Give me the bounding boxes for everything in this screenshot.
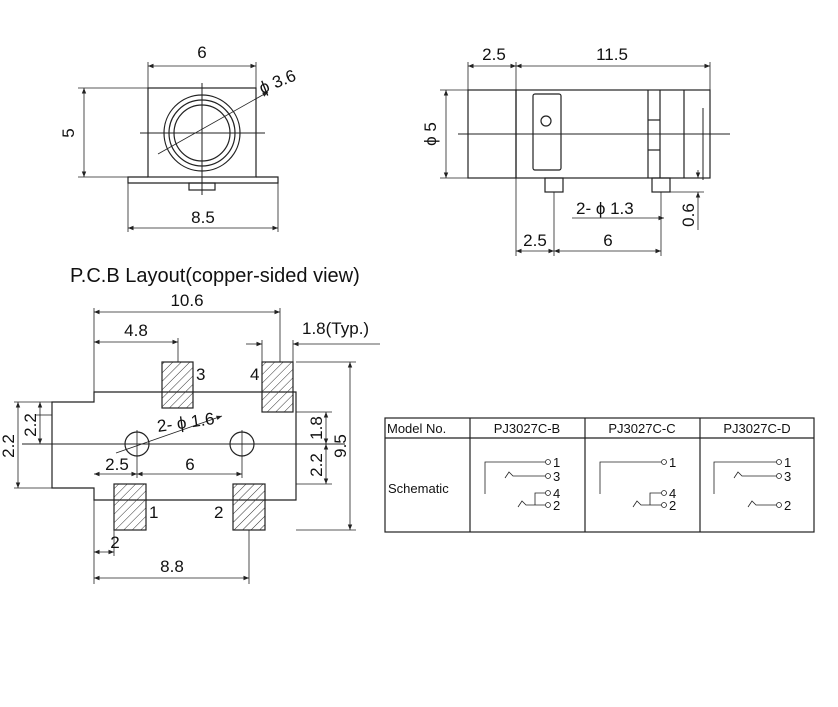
front-base-width-label: 8.5 xyxy=(191,208,215,227)
schematic-b-pin-1: 1 xyxy=(553,455,560,470)
front-view: 6 5 ϕ 3.6 8.5 xyxy=(59,43,299,232)
front-height-label: 5 xyxy=(59,128,78,137)
pcb-pad-width-label: 1.8(Typ.) xyxy=(302,319,369,338)
front-width-label: 6 xyxy=(197,43,206,62)
pcb-overall-label: 10.6 xyxy=(170,291,203,310)
schematic-c: 1 4 2 xyxy=(599,455,676,513)
pcb-pad-3 xyxy=(161,361,194,409)
pcb-pad-1-label: 1 xyxy=(149,503,158,522)
schematic-b-pin-3: 3 xyxy=(553,469,560,484)
pcb-pad-2-label: 2 xyxy=(214,503,223,522)
schematic-d-pin-1: 1 xyxy=(784,455,791,470)
pcb-height-label: 9.5 xyxy=(331,434,350,458)
schematic-c-pin-2: 2 xyxy=(669,498,676,513)
pcb-left-h2-label: 2.2 xyxy=(21,413,40,437)
schematic-c-pin-1: 1 xyxy=(669,455,676,470)
side-bot-mid-label: 6 xyxy=(603,231,612,250)
pcb-pad-4 xyxy=(261,361,294,413)
schematic-d: 1 3 2 xyxy=(713,455,791,513)
schematic-b: 1 3 4 2 xyxy=(484,455,560,513)
front-base xyxy=(127,176,279,184)
pcb-bottom-span-label: 8.8 xyxy=(160,557,184,576)
side-pin-dia-label: 2- ϕ 1.3 xyxy=(576,199,634,218)
pcb-pad-offset-label: 4.8 xyxy=(124,321,148,340)
front-diameter-label: ϕ 3.6 xyxy=(256,66,298,98)
front-diameter-leader xyxy=(157,91,269,155)
side-pin-h-label: 0.6 xyxy=(679,203,698,227)
side-pin-right xyxy=(651,177,671,193)
schematic-d-pin-3: 3 xyxy=(784,469,791,484)
pcb-hole-left-label: 2.5 xyxy=(105,455,129,474)
side-pin-left xyxy=(544,177,564,193)
model-table: Model No. PJ3027C-B PJ3027C-C PJ3027C-D … xyxy=(384,417,815,533)
pcb-hole-spacing-label: 6 xyxy=(185,455,194,474)
pcb-title: P.C.B Layout(copper-sided view) xyxy=(70,265,360,287)
pcb-pad-3-label: 3 xyxy=(196,365,205,384)
pcb-outline xyxy=(51,391,297,501)
schematic-b-pin-4: 4 xyxy=(553,486,560,501)
table-model-b: PJ3027C-B xyxy=(494,421,560,436)
side-body-len-label: 11.5 xyxy=(596,45,628,64)
pcb-pad-4-label: 4 xyxy=(250,365,259,384)
pcb-left-h1-label: 2.2 xyxy=(0,434,18,458)
table-model-d: PJ3027C-D xyxy=(723,421,790,436)
side-bot-left-label: 2.5 xyxy=(523,231,547,250)
pcb-pad-w-bottom-label: 2 xyxy=(110,533,119,552)
table-header-label: Model No. xyxy=(387,421,446,436)
pcb-hole-dia-label: 2- ϕ 1.6 xyxy=(156,409,216,436)
pcb-layout: P.C.B Layout(copper-sided view) 3 4 1 2 … xyxy=(0,265,380,584)
schematic-c-pin-4: 4 xyxy=(669,486,676,501)
pcb-pad-2 xyxy=(232,483,266,531)
side-latch-hole xyxy=(540,115,552,127)
table-model-c: PJ3027C-C xyxy=(608,421,675,436)
pcb-pad-1 xyxy=(113,483,147,531)
pcb-right-h1-label: 2.2 xyxy=(307,453,326,477)
side-left-len-label: 2.5 xyxy=(482,45,506,64)
pcb-right-h2-label: 1.8 xyxy=(307,416,326,440)
side-view: 2.5 11.5 ϕ 5 2.5 6 2- ϕ 1.3 0.6 xyxy=(421,45,730,256)
side-latch xyxy=(532,93,562,171)
schematic-d-pin-2: 2 xyxy=(784,498,791,513)
table-row-label: Schematic xyxy=(388,481,449,496)
schematic-b-pin-2: 2 xyxy=(553,498,560,513)
side-dia-label: ϕ 5 xyxy=(421,122,440,146)
